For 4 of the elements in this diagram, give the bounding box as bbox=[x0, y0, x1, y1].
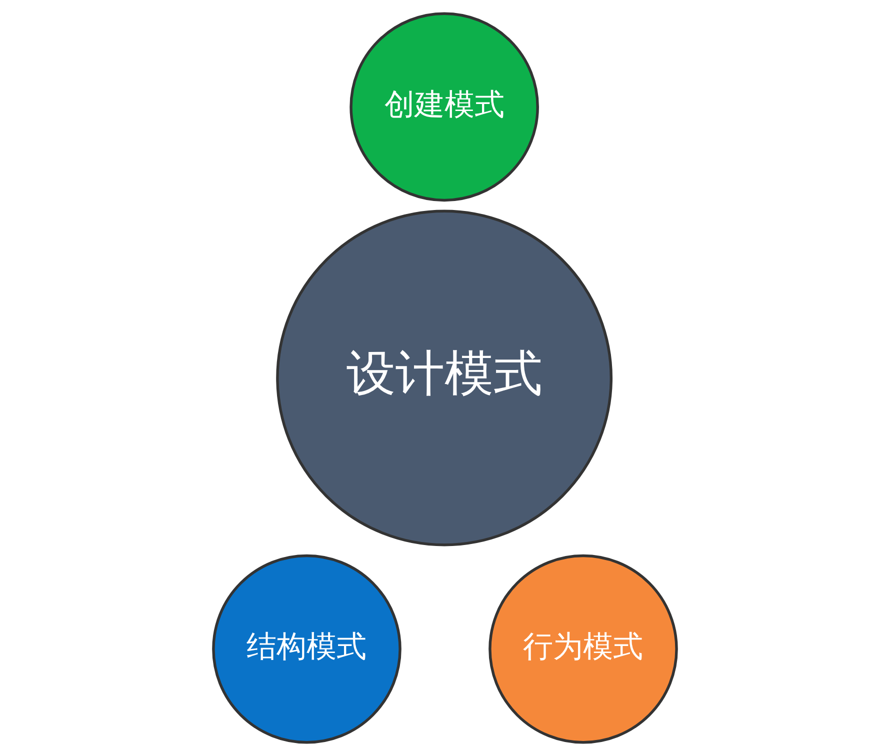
node-circle: 创建模式 bbox=[350, 12, 539, 202]
node-circle: 行为模式 bbox=[488, 554, 678, 744]
node-circle: 设计模式 bbox=[276, 210, 613, 546]
node-circle: 结构模式 bbox=[212, 554, 402, 744]
